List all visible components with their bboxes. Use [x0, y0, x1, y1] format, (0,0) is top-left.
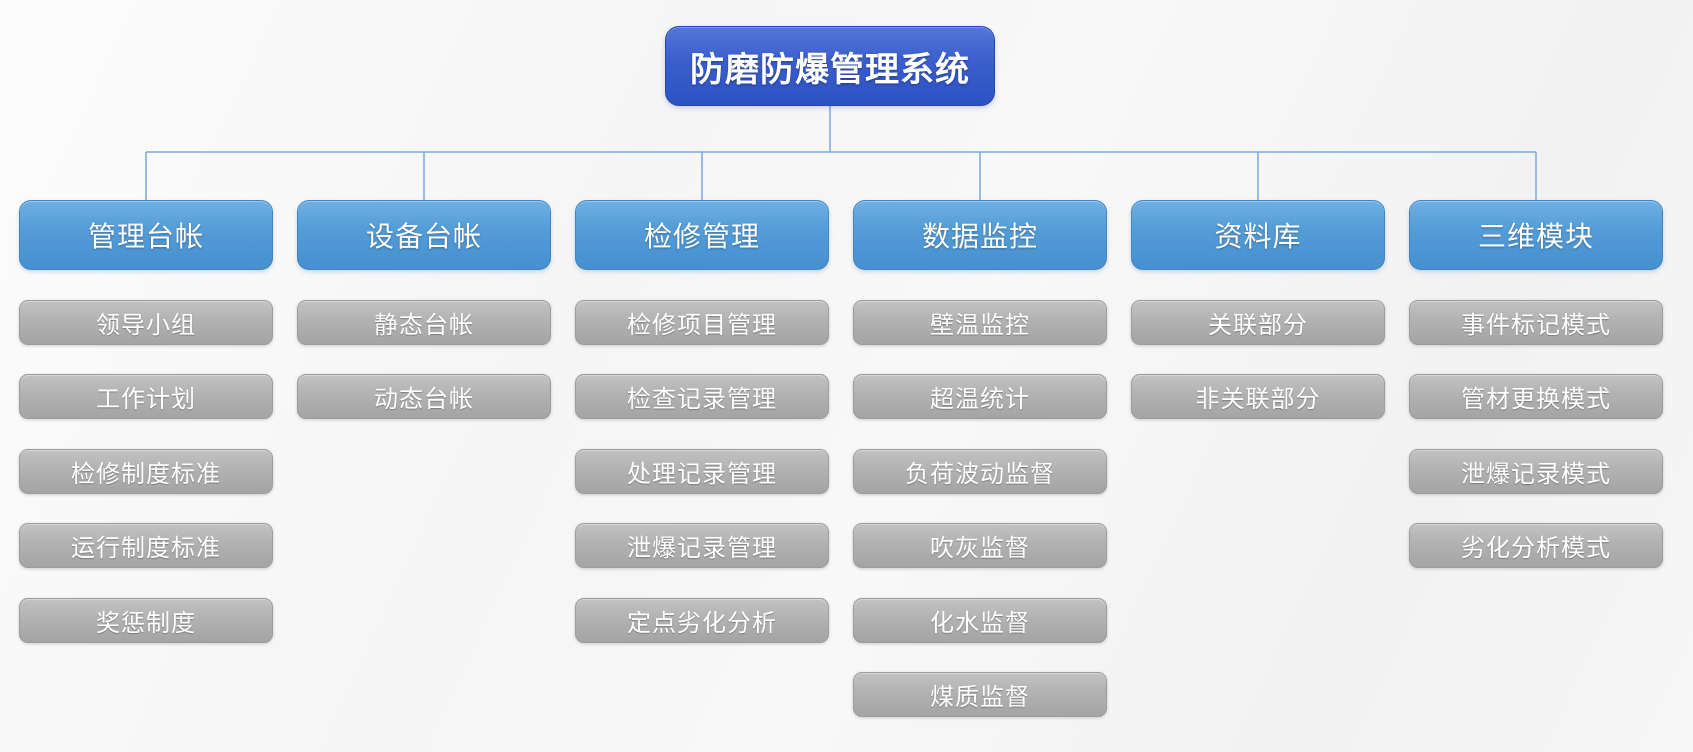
child-node: 检修制度标准 — [19, 449, 273, 494]
child-node: 煤质监督 — [853, 672, 1107, 717]
child-node: 泄爆记录管理 — [575, 523, 829, 568]
child-node: 超温统计 — [853, 374, 1107, 419]
child-node: 检修项目管理 — [575, 300, 829, 345]
root-node: 防磨防爆管理系统 — [665, 26, 995, 106]
category-node-3d-module: 三维模块 — [1409, 200, 1663, 270]
child-node: 壁温监控 — [853, 300, 1107, 345]
category-node-maintenance-management: 检修管理 — [575, 200, 829, 270]
child-node: 工作计划 — [19, 374, 273, 419]
child-node: 劣化分析模式 — [1409, 523, 1663, 568]
child-node: 处理记录管理 — [575, 449, 829, 494]
child-node: 事件标记模式 — [1409, 300, 1663, 345]
child-node: 化水监督 — [853, 598, 1107, 643]
child-node: 奖惩制度 — [19, 598, 273, 643]
child-node: 定点劣化分析 — [575, 598, 829, 643]
child-node: 管材更换模式 — [1409, 374, 1663, 419]
child-node: 领导小组 — [19, 300, 273, 345]
child-node: 负荷波动监督 — [853, 449, 1107, 494]
child-node: 动态台帐 — [297, 374, 551, 419]
category-node-data-monitoring: 数据监控 — [853, 200, 1107, 270]
child-node: 静态台帐 — [297, 300, 551, 345]
child-node: 吹灰监督 — [853, 523, 1107, 568]
child-node: 运行制度标准 — [19, 523, 273, 568]
child-node: 非关联部分 — [1131, 374, 1385, 419]
child-node: 检查记录管理 — [575, 374, 829, 419]
category-node-database: 资料库 — [1131, 200, 1385, 270]
child-node: 泄爆记录模式 — [1409, 449, 1663, 494]
child-node: 关联部分 — [1131, 300, 1385, 345]
category-node-equipment-ledger: 设备台帐 — [297, 200, 551, 270]
category-node-management-ledger: 管理台帐 — [19, 200, 273, 270]
